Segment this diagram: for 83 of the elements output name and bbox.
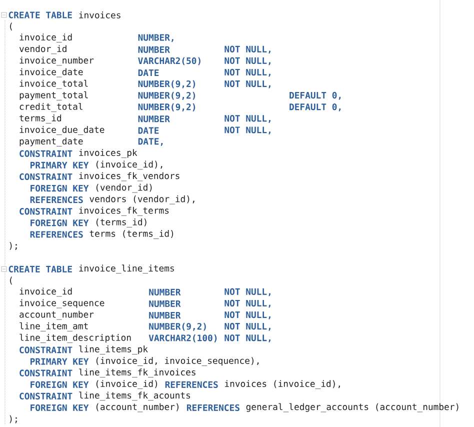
code-keyword: NOT NULL, [224,68,270,77]
code-text: (invoice_id) [96,380,158,390]
code-keyword: NOT NULL, [224,80,270,88]
code-text: invoices_pk [79,149,138,158]
code-keyword: CONSTRAINT [20,173,72,180]
code-keyword: NUMBER [149,300,181,308]
code-keyword: NUMBER [138,116,170,122]
code-text: (account_number) [96,403,178,412]
code-keyword: FOREIGN KEY [30,184,89,192]
code-text: invoice_total [20,80,88,89]
code-keyword: NOT NULL, [224,288,270,296]
code-keyword: NOT NULL, [224,57,270,66]
code-keyword: NUMBER(9,2) [149,322,206,331]
code-keyword: FOREIGN KEY [30,404,89,412]
code-keyword: REFERENCES [30,196,83,204]
code-keyword: CONSTRAINT [20,370,72,376]
code-text: invoice_due_date [20,126,104,135]
code-text: payment_date [20,138,83,146]
code-text: invoice_id [20,288,72,297]
code-text: invoice_number [20,56,94,66]
code-keyword: CREATE TABLE [8,266,72,272]
code-keyword: VARCHAR2(100) [148,334,217,342]
code-keyword: REFERENCES [186,404,240,412]
code-keyword: CONSTRAINT [20,208,72,215]
code-keyword: NUMBER(9,2) [138,92,196,100]
code-text: payment_total [20,91,88,100]
code-text: invoices [79,12,120,18]
code-text: line_items_fk_acounts [79,392,190,401]
code-keyword: NUMBER, [138,34,174,42]
code-text: (vendor_id) [96,184,152,193]
code-text: (invoice_id), [96,160,162,170]
code-keyword: PRIMARY KEY [30,358,89,365]
code-keyword: DEFAULT 0, [290,103,341,112]
code-keyword: NUMBER(9,2) [138,103,196,112]
code-text: (invoice_id, invoice_sequence), [96,357,259,366]
code-text: invoices_fk_terms [79,206,169,216]
code-text: ( [10,22,12,30]
code-text: line_item_description [20,334,131,343]
code-keyword: REFERENCES [165,381,218,388]
code-text: terms_id [20,114,62,124]
code-text: vendors (vendor_id), [90,195,194,204]
code-keyword: VARCHAR2(50) [138,57,200,66]
code-keyword: REFERENCES [30,231,83,238]
code-text: (terms_id) [96,218,146,228]
code-keyword: NOT NULL, [224,115,270,123]
code-text: invoices (invoice_id), [224,380,340,390]
code-text: line_items_pk [79,345,148,354]
code-keyword: CONSTRAINT [20,150,72,157]
code-keyword: NOT NULL, [224,46,270,54]
code-text: account_number [20,310,94,320]
code-text: invoice_date [20,68,83,78]
code-text: invoices_fk_vendors [79,172,180,182]
code-keyword: DATE [138,127,159,134]
code-keyword: NOT NULL, [224,322,270,331]
code-keyword: NOT NULL, [224,300,270,308]
code-keyword: CONSTRAINT [20,392,72,400]
code-text: invoice_id [20,34,72,43]
code-text: vendor_id [19,45,66,54]
code-text: invoice_sequence [20,299,104,308]
code-keyword: DATE, [138,138,163,146]
code-text: line_item_amt [20,322,88,332]
code-text: invoice_line_items [79,264,174,274]
code-keyword: NUMBER [149,312,181,319]
code-keyword: PRIMARY KEY [30,162,89,168]
code-text: general_ledger_accounts (account_number) [246,403,458,412]
code-keyword: FOREIGN KEY [30,381,89,388]
code-keyword: DATE [138,70,159,76]
code-keyword: CREATE TABLE [8,12,72,18]
code-text: ( [10,276,12,285]
code-keyword: NUMBER [138,46,170,53]
code-text: ); [10,415,17,424]
code-keyword: NOT NULL, [224,126,270,134]
code-keyword: NUMBER [149,288,181,296]
code-text: ); [10,242,17,250]
code-text: credit_total [20,102,82,112]
code-keyword: NOT NULL, [224,334,270,342]
code-keyword: NOT NULL, [224,311,270,320]
code-keyword: NUMBER(9,2) [138,80,196,88]
code-keyword: FOREIGN KEY [30,220,89,226]
code-keyword: CONSTRAINT [20,346,72,354]
code-text: line_items_fk_invoices [79,368,196,378]
code-text: terms (terms_id) [90,230,174,239]
code-keyword: DEFAULT 0, [290,92,341,100]
